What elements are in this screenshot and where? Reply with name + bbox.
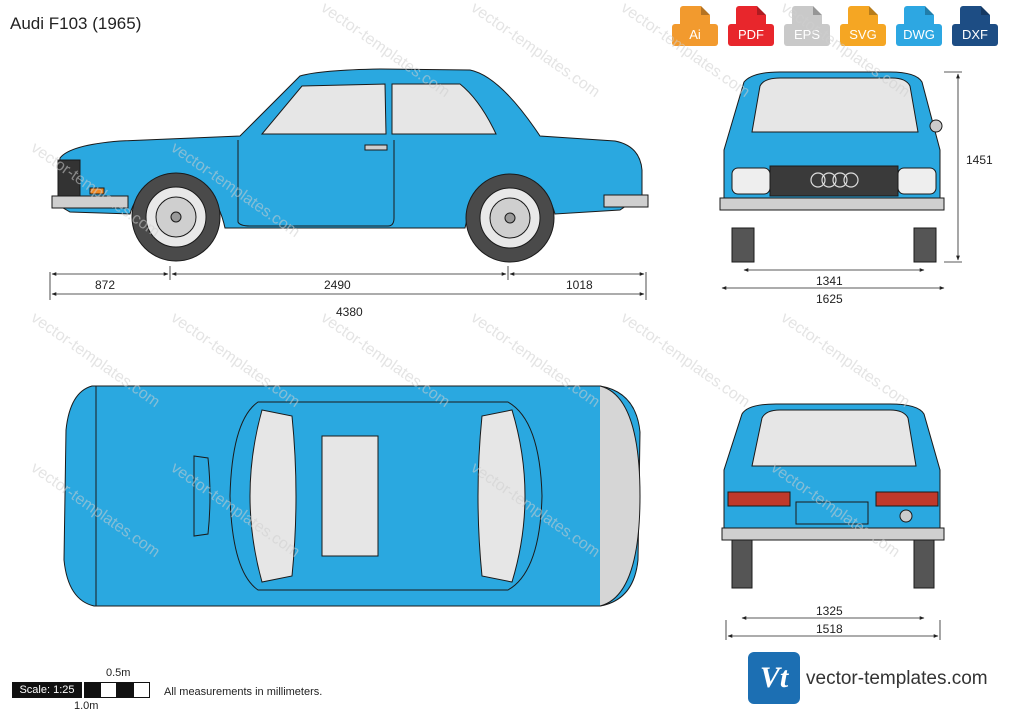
door-outline — [237, 140, 395, 227]
roof-outline — [229, 401, 543, 591]
side-view — [51, 68, 649, 263]
format-badge-dxf[interactable]: DXF — [952, 6, 998, 50]
rear-bumper — [721, 527, 945, 541]
rear-wheel — [465, 173, 555, 263]
front-view — [719, 71, 945, 263]
scale-full-label: 1.0m — [74, 700, 99, 712]
dim-width: 1625 — [816, 292, 843, 306]
right-tail-light — [875, 491, 939, 507]
front-grille — [769, 165, 899, 197]
left-headlight — [731, 167, 771, 195]
dim-rear-width: 1518 — [816, 622, 843, 636]
brand-url[interactable]: vector-templates.com — [806, 668, 988, 689]
dim-rear-track: 1325 — [816, 604, 843, 618]
side-dimension-lines — [49, 266, 647, 300]
rear-bumper-top — [599, 385, 641, 607]
dim-wheelbase: 2490 — [324, 278, 351, 292]
dim-front-overhang: 872 — [95, 278, 115, 292]
scale-bar — [84, 682, 150, 698]
right-headlight — [897, 167, 937, 195]
rear-view — [721, 403, 945, 589]
dim-length: 4380 — [336, 305, 363, 319]
rear-dimension-lines — [725, 616, 941, 640]
fuel-cap — [899, 509, 913, 523]
top-windshield — [249, 409, 297, 583]
door-handle — [364, 144, 388, 151]
sunroof — [321, 435, 379, 557]
top-rear-window — [477, 409, 526, 583]
front-wheel — [131, 172, 221, 262]
rear-right-tire — [913, 539, 935, 589]
rear-window — [751, 409, 917, 467]
dim-height: 1451 — [966, 153, 993, 167]
top-view — [63, 385, 641, 607]
svg-text:vector-templates.com: vector-templates.com — [618, 0, 753, 101]
rear-left-tire — [731, 539, 753, 589]
side-mirror — [929, 119, 943, 133]
brand-logo-icon[interactable]: Vt — [748, 652, 800, 704]
format-badge-dwg[interactable]: DWG — [896, 6, 942, 50]
front-bumper — [719, 197, 945, 211]
rear-bumper-side — [603, 194, 649, 208]
front-right-tire — [913, 227, 937, 263]
front-bumper-side — [51, 195, 129, 209]
scale-label: Scale: 1:25 — [12, 682, 82, 698]
license-plate-area — [795, 501, 869, 525]
format-badge-ai[interactable]: Ai — [672, 6, 718, 50]
scale-half-label: 0.5m — [106, 667, 131, 679]
format-badge-pdf[interactable]: PDF — [728, 6, 774, 50]
left-tail-light — [727, 491, 791, 507]
side-marker-light — [89, 187, 105, 195]
dim-rear-overhang: 1018 — [566, 278, 593, 292]
format-badge-svg[interactable]: SVG — [840, 6, 886, 50]
measurement-note: All measurements in millimeters. — [164, 686, 323, 698]
windshield — [751, 77, 919, 133]
side-rear-window — [391, 83, 497, 135]
svg-text:vector-templates.com: vector-templates.com — [778, 309, 913, 411]
front-dimension-lines — [721, 71, 962, 290]
format-badge-eps[interactable]: EPS — [784, 6, 830, 50]
page-title: Audi F103 (1965) — [10, 14, 142, 33]
svg-text:vector-templates.com: vector-templates.com — [618, 309, 753, 411]
front-left-tire — [731, 227, 755, 263]
dim-front-track: 1341 — [816, 274, 843, 288]
side-front-window — [260, 83, 387, 135]
hood-vent — [193, 455, 211, 537]
audi-rings-icon — [810, 172, 859, 188]
